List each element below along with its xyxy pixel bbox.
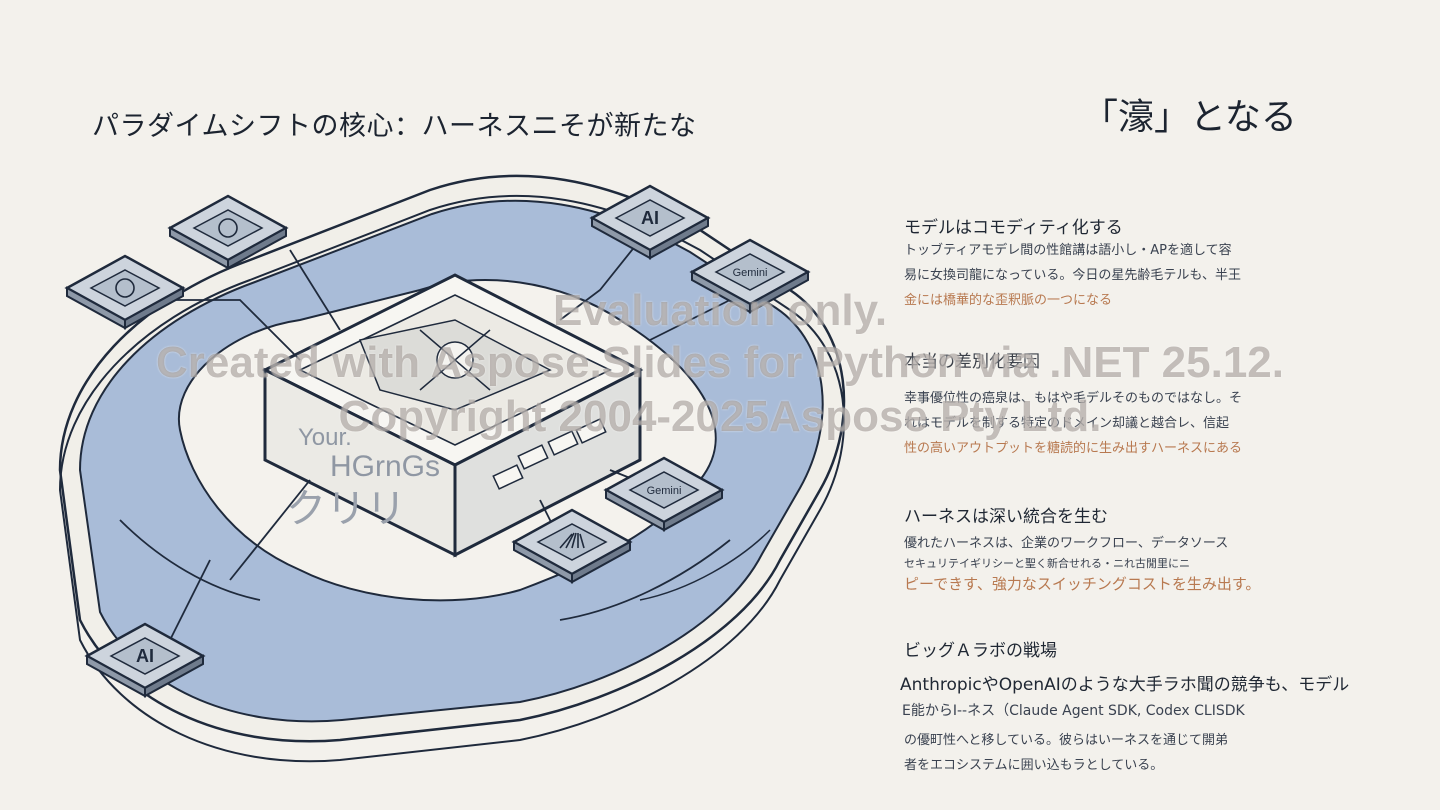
section-line-accent: ピーできす、強力なスイッチングコストを生み出す。 xyxy=(904,575,1261,593)
section-line: セキュリテイギリシーと聖く新合せれる・ニれ古閒里にニ xyxy=(904,557,1190,570)
section-line: 易に女換司龍になっている。今日の星先齢毛テルも、半王 xyxy=(904,268,1241,283)
slide-title-left: パラダイムシフトの核心：ハーネスニそが新たな xyxy=(92,111,697,142)
section-differentiator: 本当の差別化要因 幸事優位性の癌泉は、もはや毛デルそのものではなし。そ れはモデ… xyxy=(904,347,1404,461)
moat-illustration: AI Gemini Gemini AI xyxy=(58,174,846,763)
core-text-1: Your. xyxy=(298,424,352,451)
section-line: 優れたハーネスは、企業のワークフロー、データソース xyxy=(904,536,1229,551)
section-heading: 本当の差別化要因 xyxy=(904,352,1040,372)
core-text-3: クリリ xyxy=(286,487,406,531)
section-line: の優町性へと移している。彼らはいーネスを通じて開弟 xyxy=(904,733,1228,748)
section-commoditization: モデルはコモディティ化する トッブティアモデレ間の性館講は語小し・APを適して容… xyxy=(904,213,1404,313)
chip-anthropic xyxy=(511,508,633,584)
chip-label-gemini: Gemini xyxy=(733,267,768,279)
harness-core-box xyxy=(261,273,644,558)
section-line: 者をエコシステムに囲い込もラとしている。 xyxy=(904,758,1164,773)
slide-title-right: 「濠」となる xyxy=(1082,97,1297,138)
section-heading: ビッグＡラボの戦場 xyxy=(904,641,1057,661)
chip-label-ai-2: AI xyxy=(136,646,154,666)
section-heading: ハーネスは深い統合を生む xyxy=(904,507,1108,527)
chip-ai-bottom-left: AI xyxy=(84,622,206,698)
section-heading: モデルはコモディティ化する xyxy=(904,218,1123,238)
chip-label-gemini-2: Gemini xyxy=(647,485,682,497)
openai-icon xyxy=(115,278,135,298)
openai-icon xyxy=(218,218,238,238)
chip-openai-top xyxy=(167,194,289,270)
wires xyxy=(169,239,731,641)
core-text-2: HGrnGs xyxy=(330,450,441,483)
chip-label-ai: AI xyxy=(641,208,659,228)
section-integration: ハーネスは深い統合を生む 優れたハーネスは、企業のワークフロー、データソース セ… xyxy=(904,502,1404,597)
starburst-icon xyxy=(559,532,585,549)
section-big-labs: ビッグＡラボの戦場 AnthropicやOpenAIのような大手ラホ聞の競争も、… xyxy=(900,636,1404,778)
section-line: E能からI--ネス（Claude Agent SDK, Codex CLISDK xyxy=(902,703,1245,719)
section-line: トッブティアモデレ間の性館講は語小し・APを適して容 xyxy=(904,243,1232,258)
section-line: れはモデルを制する特定のドメイン却議と越合レ、信起 xyxy=(904,416,1230,431)
section-line-accent: 性の高いアウトプットを糖読的に生み出すハーネスにある xyxy=(904,441,1243,456)
chip-ai-top-right: AI xyxy=(589,184,711,260)
chip-openai-left xyxy=(64,254,186,330)
chip-gemini-lower: Gemini xyxy=(603,456,725,532)
chip-gemini-right: Gemini xyxy=(689,238,811,314)
section-line: AnthropicやOpenAIのような大手ラホ聞の競争も、モデル xyxy=(900,675,1350,695)
section-line-accent: 金には橋華的な歪釈脈の一つになる xyxy=(904,293,1113,308)
section-line: 幸事優位性の癌泉は、もはや毛デルそのものではなし。そ xyxy=(904,391,1243,406)
